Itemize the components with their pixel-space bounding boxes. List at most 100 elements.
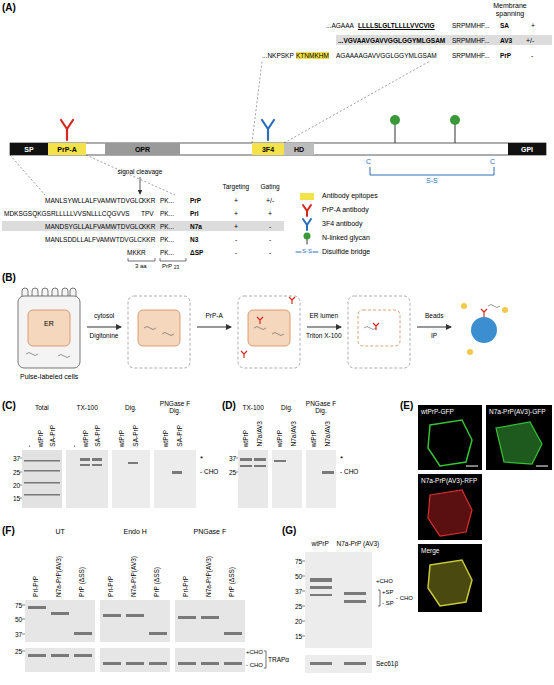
text-label: SA — [500, 22, 509, 29]
text-label: +SP — [382, 589, 394, 596]
gel-image — [22, 450, 62, 508]
text-label: +CHO — [376, 578, 393, 585]
text-label: Sec61β — [376, 660, 398, 667]
text-label: PK... — [160, 236, 174, 243]
text-label: - — [235, 236, 237, 244]
text-label: 37 — [15, 631, 22, 638]
bead-symbol — [461, 303, 467, 309]
domain-segment: SP — [10, 143, 48, 155]
text-label: S-S — [302, 248, 312, 255]
text-label: S-S — [426, 177, 438, 185]
text-label: 37 — [13, 455, 20, 462]
text-label: MDKSGSQKGSRLLLLLVVSNLLLCQGVVS — [4, 210, 130, 217]
gel-band — [80, 458, 90, 461]
microscopy-image — [496, 422, 542, 464]
legend-text: PrP-A antibody — [322, 206, 369, 214]
lane-label: wtPrP — [37, 430, 44, 447]
gel-image — [272, 450, 302, 508]
text-label: PrP — [190, 197, 201, 204]
gel-band — [126, 614, 144, 617]
antibody-symbol — [61, 120, 73, 140]
text-label: 50 — [15, 616, 22, 623]
segment-label: OPR — [135, 146, 150, 153]
gel-image — [100, 648, 170, 672]
text-label: - CHO — [246, 662, 263, 669]
bracket — [378, 590, 380, 606]
text-label: 50 — [295, 573, 302, 580]
glycan-symbol — [395, 124, 396, 143]
leader-line — [10, 61, 430, 195]
text-label: 25 — [229, 469, 236, 476]
legend-symbol — [303, 205, 311, 216]
gel-band — [24, 460, 60, 462]
gel-band — [149, 632, 167, 635]
text-label: + — [268, 210, 272, 218]
text-label: Dig. — [125, 404, 137, 411]
text-label: (E) — [400, 400, 413, 411]
gel-image — [22, 450, 372, 673]
protein-bar — [10, 143, 546, 155]
gel-band — [126, 662, 144, 665]
microscopy-image — [418, 474, 482, 540]
text-label: IP — [431, 332, 437, 339]
marker-tick — [302, 561, 305, 562]
text-label: signal cleavage — [118, 168, 163, 175]
text-label: + — [234, 223, 238, 231]
cell-illustration — [238, 296, 300, 368]
text-label: - — [531, 52, 533, 60]
text-label: 20 — [295, 618, 302, 625]
antibody-symbol — [262, 120, 274, 140]
text-label: C — [366, 158, 371, 166]
text-label: AGAAAAGAVVGGLGGYMLGSAM — [336, 52, 437, 59]
text-label: PNGase F Dig. — [301, 400, 341, 414]
text-label: N7a-PrP (AV3) — [337, 540, 380, 547]
glycan-symbol — [455, 124, 456, 143]
text-label: SRPMMHF... — [452, 22, 490, 29]
text-label: PNGase F — [194, 528, 227, 536]
text-label: PK... — [160, 249, 174, 256]
gel-image — [66, 450, 108, 508]
bead-symbol — [461, 303, 508, 355]
marker-tick — [20, 458, 22, 459]
lane-label: Prl-PrP — [107, 576, 114, 597]
row-highlight — [2, 35, 552, 231]
cell-illustration — [238, 296, 300, 368]
domain-segment: HD — [284, 143, 314, 155]
gel-band — [92, 464, 102, 466]
text-label: - — [269, 223, 271, 231]
marker-tick — [302, 576, 305, 577]
process-arrow — [197, 327, 231, 328]
process-arrow — [307, 327, 341, 328]
text-label: Dig. — [281, 404, 293, 411]
text-label: (A) — [2, 2, 16, 13]
marker-tick — [302, 621, 305, 622]
glycan-symbol — [450, 115, 460, 125]
text-label: Triton X-100 — [306, 332, 342, 339]
text-label: Merge — [421, 547, 439, 554]
text-label: cytosol — [94, 312, 114, 319]
gel-band — [274, 460, 286, 462]
gel-band — [28, 606, 46, 609]
bracket — [128, 258, 155, 261]
lane-label: SA-PrP — [94, 425, 101, 447]
text-label: PrI — [190, 210, 199, 217]
text-label: MANLSDDLLALFVAMWTDVGLC — [45, 236, 142, 243]
text-label: Total — [35, 404, 49, 411]
segment-label: HD — [294, 146, 304, 153]
text-label: TPV — [141, 210, 154, 217]
text-label: KKR — [142, 197, 155, 204]
text-label: (B) — [2, 272, 16, 283]
domain-segment: 3F4 — [252, 143, 284, 155]
text-label: PrP — [162, 263, 172, 270]
text-label: PNGase F Dig. — [155, 400, 195, 414]
lane-label: N7a-PrP(AV3) — [130, 556, 137, 597]
text-label: (D) — [222, 400, 236, 411]
text-label: 37 — [295, 588, 302, 595]
marker-tick — [302, 636, 305, 637]
lane-label: Prl-PrP — [32, 576, 39, 597]
microscopy-image — [536, 466, 548, 467]
microscopy-image — [418, 544, 482, 612]
text-label: 3 aa — [135, 263, 147, 270]
text-label: MKKR — [127, 249, 146, 256]
gel-band — [344, 600, 366, 603]
